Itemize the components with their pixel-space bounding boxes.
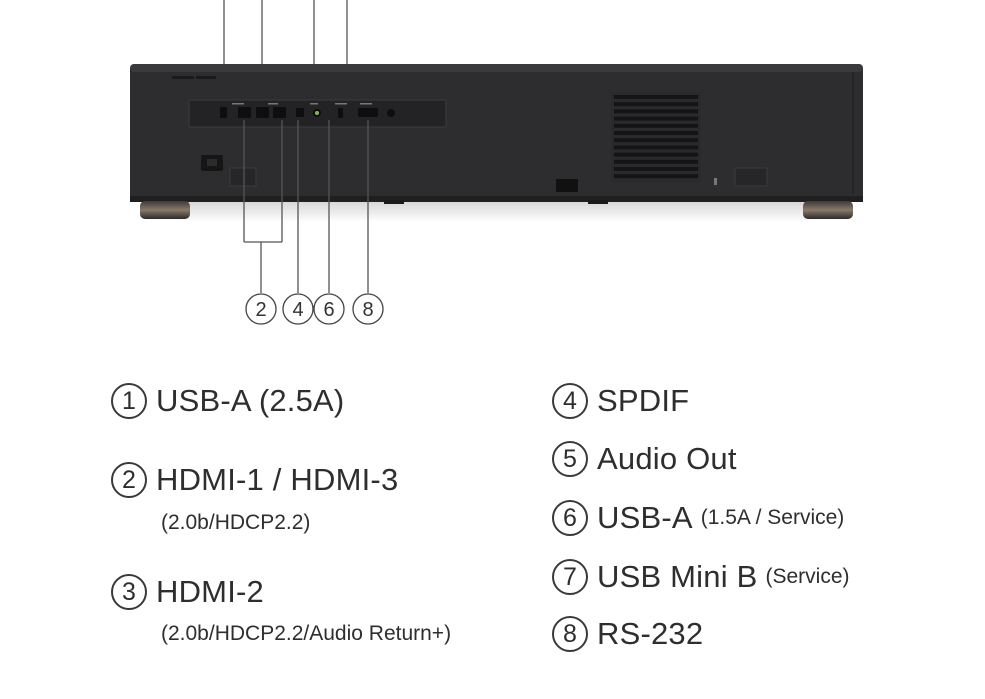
vent-slot <box>614 116 698 121</box>
right-foot <box>803 201 853 219</box>
vent-slot <box>614 95 698 99</box>
legend-label: Audio Out <box>597 441 737 476</box>
callout-4: 4 <box>292 299 303 321</box>
legend-label: USB-A (2.5A) <box>156 383 345 418</box>
legend-number: 6 <box>552 500 588 536</box>
legend-item-6: 6 USB-A (1.5A / Service) <box>552 500 844 536</box>
io-panel <box>188 99 447 128</box>
legend-item-3: 3 HDMI-2 <box>111 574 264 610</box>
legend-number: 3 <box>111 574 147 610</box>
callout-6: 6 <box>323 299 334 321</box>
legend-label: USB Mini B <box>597 559 758 594</box>
vent-slot <box>614 174 698 179</box>
legend-number: 4 <box>552 383 588 419</box>
vent-slot <box>614 123 698 128</box>
legend-item-4: 4 SPDIF <box>552 383 689 419</box>
legend-note-3: (2.0b/HDCP2.2/Audio Return+) <box>161 622 452 645</box>
legend-item-2: 2 HDMI-1 / HDMI-3 <box>111 462 398 498</box>
callout-2: 2 <box>255 299 266 321</box>
legend-label: USB-A <box>597 500 693 535</box>
floor-shadow <box>150 202 850 222</box>
callout-circles <box>245 293 384 325</box>
left-handle <box>229 167 257 187</box>
legend-number: 7 <box>552 559 588 595</box>
legend-label: SPDIF <box>597 383 690 418</box>
legend-note-2: (2.0b/HDCP2.2) <box>161 511 311 534</box>
legend-item-5: 5 Audio Out <box>552 441 737 477</box>
legend-label: HDMI-1 / HDMI-3 <box>156 462 399 497</box>
left-foot <box>140 201 190 219</box>
legend-item-7: 7 USB Mini B (Service) <box>552 559 850 595</box>
legend-item-1: 1 USB-A (2.5A) <box>111 383 344 419</box>
legend-number: 5 <box>552 441 588 477</box>
vent-slot <box>614 159 698 164</box>
vent-slot <box>614 167 698 171</box>
legend-number: 8 <box>552 616 588 652</box>
kensington-slot <box>556 179 578 192</box>
vent-slot <box>614 145 698 150</box>
vent-slot <box>614 109 698 114</box>
legend-number: 1 <box>111 383 147 419</box>
callout-8: 8 <box>362 299 373 321</box>
projector-rear-diagram: 2 4 6 8 <box>130 0 863 325</box>
bottom-leader-lines <box>243 120 369 293</box>
vent-slot <box>614 131 698 135</box>
legend-label: RS-232 <box>597 616 704 651</box>
right-handle <box>734 167 768 187</box>
vent-slot <box>614 138 698 143</box>
legend-suffix: (Service) <box>765 565 850 588</box>
power-inlet <box>201 155 223 171</box>
vent-slot <box>614 102 698 107</box>
legend-label: HDMI-2 <box>156 574 264 609</box>
vent-grille <box>611 92 701 182</box>
vent-slot <box>614 152 698 157</box>
legend-suffix: (1.5A / Service) <box>700 506 845 529</box>
legend-number: 2 <box>111 462 147 498</box>
legend-item-8: 8 RS-232 <box>552 616 703 652</box>
